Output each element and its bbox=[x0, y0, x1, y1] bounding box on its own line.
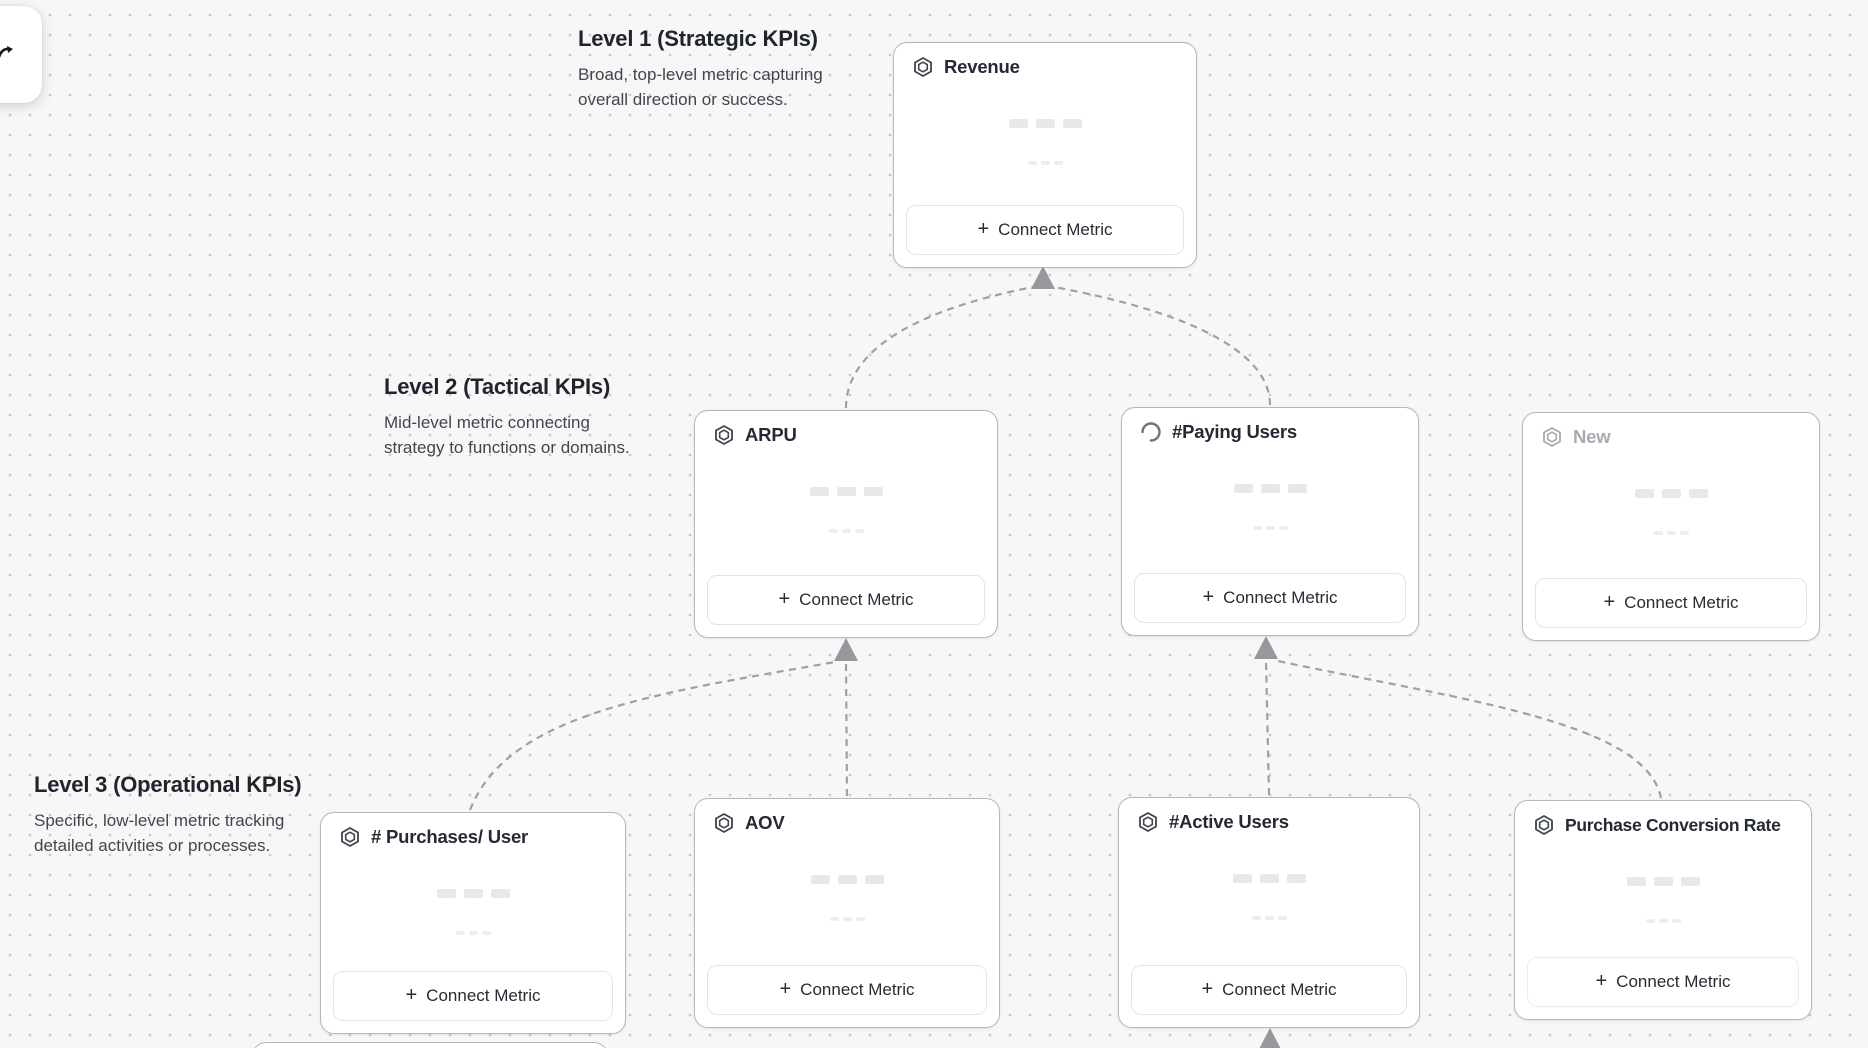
metric-subtext-skeleton bbox=[1515, 919, 1811, 923]
edge-aov-to-arpu bbox=[844, 661, 849, 797]
connect-metric-label: Connect Metric bbox=[1222, 980, 1337, 999]
level-3-heading: Level 3 (Operational KPIs) bbox=[34, 772, 302, 797]
metric-value-skeleton bbox=[1119, 874, 1419, 883]
metric-card-partial-offscreen[interactable] bbox=[252, 1042, 608, 1048]
plus-icon: + bbox=[778, 588, 791, 610]
metric-value-skeleton bbox=[894, 119, 1196, 128]
card-header: #Active Users bbox=[1137, 811, 1289, 833]
arrowhead-into-paying-users bbox=[1254, 636, 1278, 659]
connect-metric-label: Connect Metric bbox=[426, 986, 541, 1005]
hexagon-token-icon bbox=[1541, 426, 1563, 448]
metric-card-new[interactable]: New + Connect Metric bbox=[1522, 412, 1820, 641]
level-3-label: Level 3 (Operational KPIs) Specific, low… bbox=[34, 772, 302, 858]
cursor-tool-icon bbox=[0, 44, 14, 67]
metric-card-title: Revenue bbox=[944, 56, 1020, 77]
connect-metric-label: Connect Metric bbox=[799, 590, 914, 609]
plus-icon: + bbox=[1202, 586, 1215, 608]
card-header: # Purchases/ User bbox=[339, 826, 528, 848]
plus-icon: + bbox=[405, 984, 418, 1006]
edge-paying-users-to-revenue bbox=[1053, 285, 1272, 406]
edge-arpu-to-revenue bbox=[844, 285, 1034, 409]
connect-metric-button[interactable]: + Connect Metric bbox=[906, 205, 1184, 255]
metric-card-title: AOV bbox=[745, 812, 785, 833]
plus-icon: + bbox=[779, 978, 792, 1000]
connect-metric-button[interactable]: + Connect Metric bbox=[707, 965, 987, 1015]
connect-metric-label: Connect Metric bbox=[800, 980, 915, 999]
metric-value-skeleton bbox=[695, 487, 997, 496]
connect-metric-button[interactable]: + Connect Metric bbox=[1527, 957, 1799, 1007]
connect-metric-button[interactable]: + Connect Metric bbox=[333, 971, 613, 1021]
card-header: #Paying Users bbox=[1140, 421, 1297, 443]
connect-metric-label: Connect Metric bbox=[1223, 588, 1338, 607]
connect-metric-label: Connect Metric bbox=[1616, 972, 1731, 991]
level-2-description: Mid-level metric connecting strategy to … bbox=[384, 413, 630, 457]
plus-icon: + bbox=[1603, 591, 1616, 613]
level-2-heading: Level 2 (Tactical KPIs) bbox=[384, 374, 611, 399]
metric-card-title: ARPU bbox=[745, 424, 797, 445]
spinner-icon bbox=[1140, 421, 1162, 443]
metric-subtext-skeleton bbox=[894, 161, 1196, 165]
metric-subtext-skeleton bbox=[695, 917, 999, 921]
metric-card-revenue[interactable]: Revenue + Connect Metric bbox=[893, 42, 1197, 268]
metric-card-title: #Paying Users bbox=[1172, 421, 1297, 442]
metric-subtext-skeleton bbox=[695, 529, 997, 533]
connect-metric-button[interactable]: + Connect Metric bbox=[1535, 578, 1807, 628]
card-header: ARPU bbox=[713, 424, 797, 446]
level-1-description: Broad, top-level metric capturing overal… bbox=[578, 65, 823, 109]
metric-card-title: #Active Users bbox=[1169, 811, 1289, 832]
plus-icon: + bbox=[1201, 978, 1214, 1000]
metric-subtext-skeleton bbox=[1119, 916, 1419, 920]
metric-subtext-skeleton bbox=[1122, 526, 1418, 530]
arrowhead-into-arpu bbox=[834, 638, 858, 661]
card-header: AOV bbox=[713, 812, 785, 834]
metric-subtext-skeleton bbox=[321, 931, 625, 935]
metric-card-title: Purchase Conversion Rate bbox=[1565, 814, 1781, 835]
hexagon-token-icon bbox=[713, 812, 735, 834]
metric-card-purchases-per-user[interactable]: # Purchases/ User + Connect Metric bbox=[320, 812, 626, 1034]
metric-card-arpu[interactable]: ARPU + Connect Metric bbox=[694, 410, 998, 638]
level-2-label: Level 2 (Tactical KPIs) Mid-level metric… bbox=[384, 374, 634, 460]
connect-metric-button[interactable]: + Connect Metric bbox=[1131, 965, 1407, 1015]
metric-value-skeleton bbox=[321, 889, 625, 898]
plus-icon: + bbox=[1595, 970, 1608, 992]
connect-metric-label: Connect Metric bbox=[998, 220, 1113, 239]
metric-subtext-skeleton bbox=[1523, 531, 1819, 535]
metric-card-aov[interactable]: AOV + Connect Metric bbox=[694, 798, 1000, 1028]
card-header: Revenue bbox=[912, 56, 1020, 78]
metric-card-active-users[interactable]: #Active Users + Connect Metric bbox=[1118, 797, 1420, 1028]
edge-purchases-per-user-to-arpu bbox=[468, 660, 836, 811]
metric-card-title: New bbox=[1573, 426, 1611, 447]
edge-purchase-conversion-rate-to-paying-users bbox=[1277, 659, 1663, 799]
connect-metric-button[interactable]: + Connect Metric bbox=[707, 575, 985, 625]
metric-card-title: # Purchases/ User bbox=[371, 826, 529, 847]
metric-card-paying-users[interactable]: #Paying Users + Connect Metric bbox=[1121, 407, 1419, 636]
metric-card-purchase-conversion-rate[interactable]: Purchase Conversion Rate + Connect Metric bbox=[1514, 800, 1812, 1020]
arrowhead-into-active-users bbox=[1259, 1028, 1281, 1048]
edge-active-users-to-paying-users bbox=[1264, 659, 1271, 796]
hexagon-token-icon bbox=[713, 424, 735, 446]
level-1-label: Level 1 (Strategic KPIs) Broad, top-leve… bbox=[578, 26, 834, 112]
hexagon-token-icon bbox=[912, 56, 934, 78]
hexagon-token-icon bbox=[339, 826, 361, 848]
plus-icon: + bbox=[977, 218, 990, 240]
metric-value-skeleton bbox=[1515, 877, 1811, 886]
connect-metric-label: Connect Metric bbox=[1624, 593, 1739, 612]
level-3-description: Specific, low-level metric tracking deta… bbox=[34, 811, 285, 855]
arrowhead-into-revenue bbox=[1031, 266, 1055, 289]
hexagon-token-icon bbox=[1137, 811, 1159, 833]
metric-value-skeleton bbox=[1122, 484, 1418, 493]
card-header: New bbox=[1541, 426, 1611, 448]
tool-button[interactable] bbox=[0, 6, 42, 103]
level-1-heading: Level 1 (Strategic KPIs) bbox=[578, 26, 818, 51]
hexagon-token-icon bbox=[1533, 814, 1555, 836]
metric-value-skeleton bbox=[695, 875, 999, 884]
connect-metric-button[interactable]: + Connect Metric bbox=[1134, 573, 1406, 623]
metric-value-skeleton bbox=[1523, 489, 1819, 498]
card-header: Purchase Conversion Rate bbox=[1533, 814, 1781, 836]
